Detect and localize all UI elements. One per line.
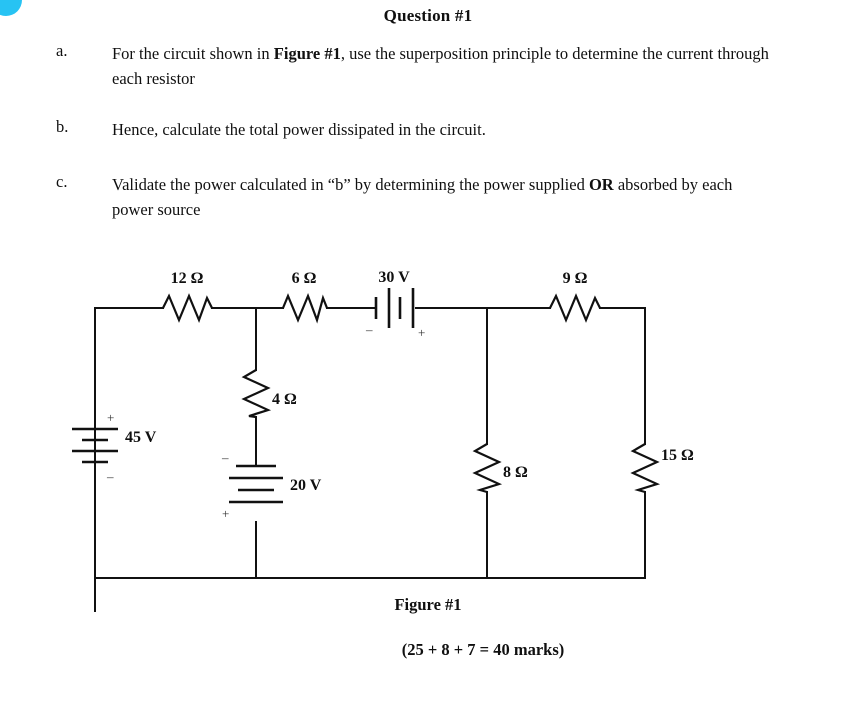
question-item-b: b. Hence, calculate the total power diss…	[0, 117, 856, 142]
question-item-c: c. Validate the power calculated in “b” …	[0, 172, 856, 222]
resistor-12-ohm: 12 Ω	[162, 270, 213, 324]
question-c-bold: OR	[588, 175, 614, 194]
resistor-8-ohm-zigzag	[472, 443, 503, 494]
battery-20v-minus-sign: –	[221, 450, 229, 465]
voltage-source-20v-label: 20 V	[290, 477, 322, 494]
question-c-part2: absorbed by each power source	[112, 175, 733, 219]
resistor-15-ohm-zigzag	[630, 443, 661, 494]
battery-45v-plus-sign: +	[107, 410, 114, 425]
resistor-15-ohm-label: 15 Ω	[661, 447, 694, 464]
question-label-c: c.	[56, 172, 68, 191]
battery-30v-minus-sign: –	[365, 322, 373, 337]
resistor-6-ohm-label: 6 Ω	[292, 270, 317, 287]
question-c-part1: Validate the power calculated in “b” by …	[112, 175, 589, 194]
circuit-diagram: 12 Ω 6 Ω 4 Ω 9 Ω 8 Ω 15 Ω	[0, 252, 856, 612]
resistor-4-ohm-zigzag	[241, 369, 272, 419]
question-text-c: Validate the power calculated in “b” by …	[112, 172, 772, 222]
resistor-9-ohm: 9 Ω	[549, 270, 601, 323]
question-item-a: a. For the circuit shown in Figure #1, u…	[0, 41, 856, 91]
resistor-9-ohm-zigzag	[549, 293, 601, 323]
voltage-source-45v-label: 45 V	[125, 429, 157, 446]
battery-30v-plus-sign: +	[418, 325, 425, 340]
page-title: Question #1	[383, 6, 473, 25]
battery-45v-minus-sign: –	[106, 469, 114, 484]
resistor-12-ohm-zigzag	[162, 293, 213, 324]
voltage-source-20v: – + 20 V	[221, 450, 322, 521]
battery-20v-plus-sign: +	[222, 506, 229, 521]
question-label-a: a.	[56, 41, 68, 60]
question-b-part1: Hence, calculate the total power dissipa…	[112, 120, 486, 139]
resistor-6-ohm: 6 Ω	[281, 270, 329, 324]
resistor-15-ohm: 15 Ω	[630, 443, 694, 494]
question-list: a. For the circuit shown in Figure #1, u…	[0, 41, 856, 248]
figure-caption: Figure #1	[394, 595, 462, 614]
resistor-4-ohm: 4 Ω	[241, 369, 297, 419]
voltage-source-30v: – + 30 V	[365, 269, 425, 340]
question-text-b: Hence, calculate the total power dissipa…	[112, 117, 772, 142]
question-label-b: b.	[56, 117, 69, 136]
marks-line: (25 + 8 + 7 = 40 marks)	[401, 640, 565, 659]
resistor-4-ohm-label: 4 Ω	[272, 391, 297, 408]
voltage-source-30v-label: 30 V	[378, 269, 410, 286]
question-a-bold: Figure #1	[273, 44, 341, 63]
question-text-a: For the circuit shown in Figure #1, use …	[112, 41, 772, 91]
cyan-corner-tab	[0, 0, 22, 16]
resistor-6-ohm-zigzag	[281, 293, 329, 324]
circuit-svg: 12 Ω 6 Ω 4 Ω 9 Ω 8 Ω 15 Ω	[72, 269, 694, 612]
voltage-source-45v: + – 45 V	[72, 410, 157, 484]
resistor-8-ohm: 8 Ω	[472, 443, 528, 494]
question-a-part1: For the circuit shown in	[112, 44, 274, 63]
resistor-8-ohm-label: 8 Ω	[503, 464, 528, 481]
resistor-12-ohm-label: 12 Ω	[171, 270, 204, 287]
question-a-part2: , use the superposition principle to det…	[112, 44, 769, 88]
resistor-9-ohm-label: 9 Ω	[563, 270, 588, 287]
